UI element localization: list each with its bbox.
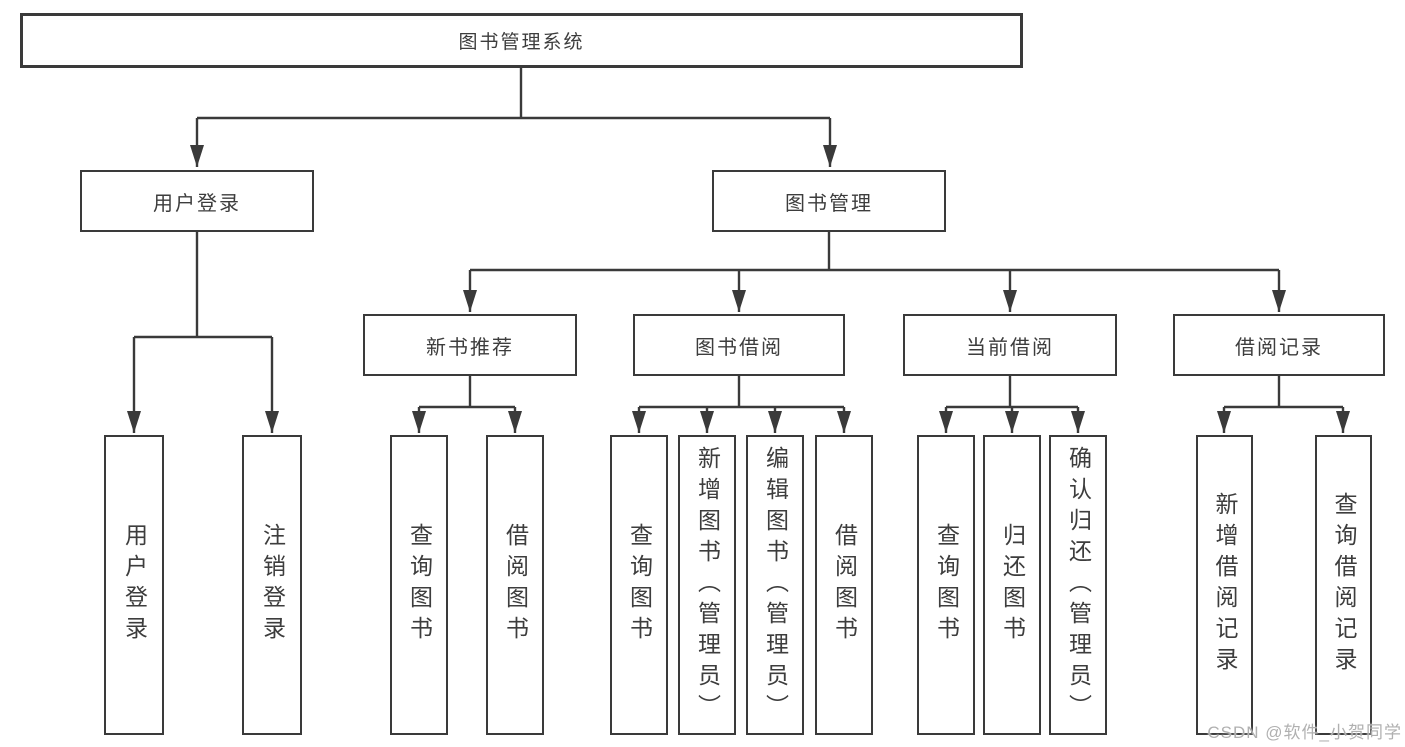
- node-user-login: 用户登录: [80, 170, 314, 232]
- leaf-return-books-label: 归还图书: [999, 523, 1026, 647]
- leaf-borrow-books-borrow-label: 借阅图书: [831, 523, 858, 647]
- node-book-borrow: 图书借阅: [633, 314, 845, 376]
- leaf-borrow-books-recommend: 借阅图书: [486, 435, 544, 735]
- leaf-user-login: 用户登录: [104, 435, 164, 735]
- leaf-logout: 注销登录: [242, 435, 302, 735]
- leaf-add-borrow-record-label: 新增借阅记录: [1212, 492, 1238, 678]
- leaf-query-borrow-record: 查询借阅记录: [1315, 435, 1372, 735]
- leaf-query-books-borrow-label: 查询图书: [626, 523, 653, 647]
- node-new-book-recommend: 新书推荐: [363, 314, 577, 376]
- leaf-query-books-current-label: 查询图书: [933, 523, 960, 647]
- leaf-borrow-books-borrow: 借阅图书: [815, 435, 873, 735]
- node-current-borrow-label: 当前借阅: [966, 336, 1054, 359]
- node-new-book-recommend-label: 新书推荐: [426, 336, 514, 359]
- leaf-query-books-recommend-label: 查询图书: [406, 523, 433, 647]
- leaf-confirm-return-admin: 确认归还（管理员）: [1049, 435, 1107, 735]
- node-book-management-label: 图书管理: [785, 192, 873, 215]
- leaf-borrow-books-recommend-label: 借阅图书: [502, 523, 529, 647]
- leaf-add-books-admin-label: 新增图书（管理员）: [694, 445, 721, 725]
- leaf-query-books-recommend: 查询图书: [390, 435, 448, 735]
- leaf-query-books-borrow: 查询图书: [610, 435, 668, 735]
- node-borrow-records: 借阅记录: [1173, 314, 1385, 376]
- leaf-confirm-return-admin-label: 确认归还（管理员）: [1065, 445, 1092, 725]
- node-book-management: 图书管理: [712, 170, 946, 232]
- leaf-edit-books-admin: 编辑图书（管理员）: [746, 435, 804, 735]
- node-root: 图书管理系统: [20, 13, 1023, 68]
- node-root-label: 图书管理系统: [458, 32, 585, 53]
- leaf-user-login-label: 用户登录: [121, 523, 148, 647]
- leaf-add-books-admin: 新增图书（管理员）: [678, 435, 736, 735]
- node-current-borrow: 当前借阅: [903, 314, 1117, 376]
- leaf-query-borrow-record-label: 查询借阅记录: [1331, 492, 1357, 678]
- leaf-add-borrow-record: 新增借阅记录: [1196, 435, 1253, 735]
- leaf-edit-books-admin-label: 编辑图书（管理员）: [762, 445, 789, 725]
- leaf-return-books: 归还图书: [983, 435, 1041, 735]
- watermark: CSDN @软件_小贺同学: [1207, 723, 1402, 742]
- node-user-login-label: 用户登录: [153, 192, 241, 215]
- node-borrow-records-label: 借阅记录: [1235, 336, 1323, 359]
- node-book-borrow-label: 图书借阅: [695, 336, 783, 359]
- leaf-query-books-current: 查询图书: [917, 435, 975, 735]
- leaf-logout-label: 注销登录: [259, 523, 286, 647]
